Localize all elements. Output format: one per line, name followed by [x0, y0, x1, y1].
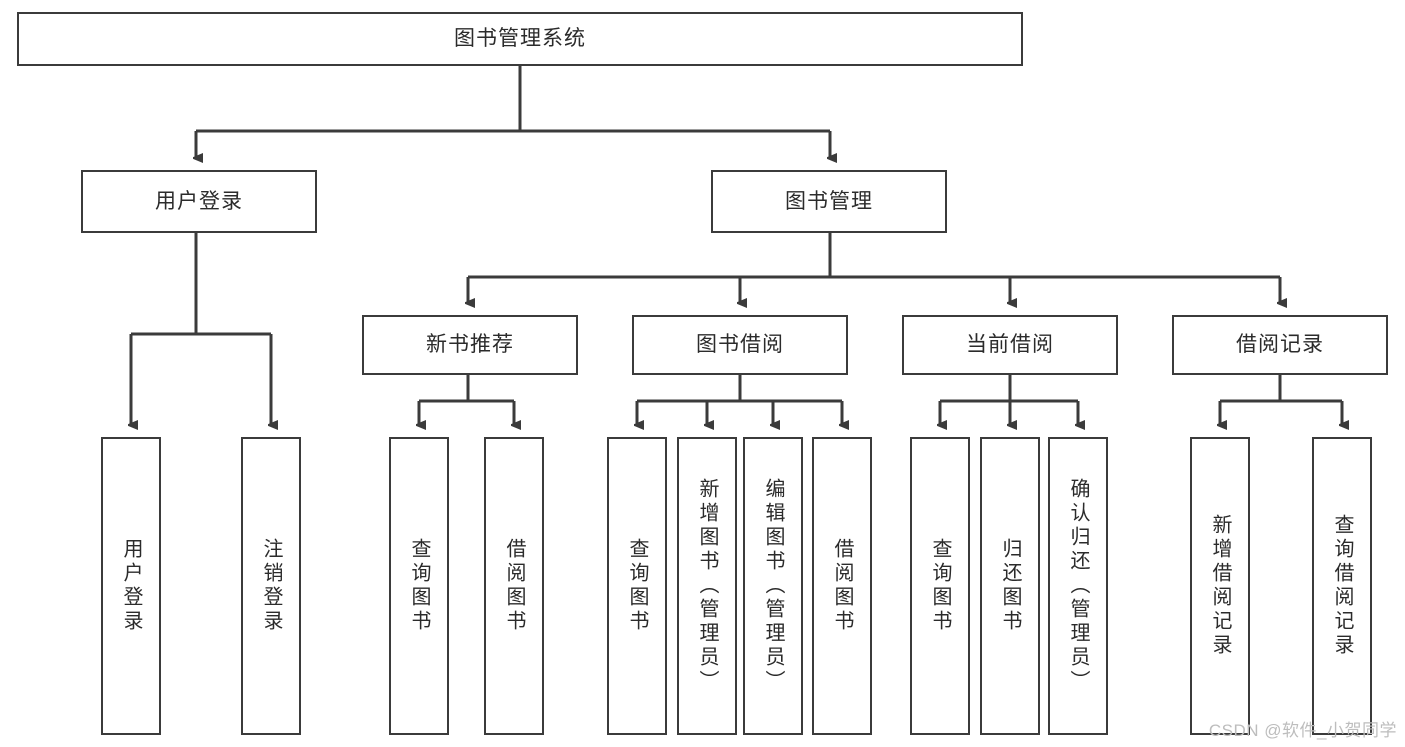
leaf-user-login-logout[interactable]: 注销登录	[241, 437, 301, 735]
leaf-borrow-edit-book-admin[interactable]: 编辑图书（管理员）	[743, 437, 803, 735]
leaf-label: 查询图书	[626, 538, 648, 634]
node-root-system[interactable]: 图书管理系统	[17, 12, 1023, 66]
leaf-borrow-query-book[interactable]: 查询图书	[607, 437, 667, 735]
leaf-label: 借阅图书	[503, 538, 525, 634]
leaf-label: 归还图书	[999, 538, 1021, 634]
leaf-label: 查询图书	[929, 538, 951, 634]
leaf-record-add-record[interactable]: 新增借阅记录	[1190, 437, 1250, 735]
leaf-label: 新增借阅记录	[1209, 514, 1231, 658]
leaf-current-confirm-return-admin[interactable]: 确认归还（管理员）	[1048, 437, 1108, 735]
leaf-label: 编辑图书（管理员）	[762, 478, 784, 694]
leaf-label: 新增图书（管理员）	[696, 478, 718, 694]
node-book-borrow[interactable]: 图书借阅	[632, 315, 848, 375]
leaf-recommend-query-book[interactable]: 查询图书	[389, 437, 449, 735]
leaf-user-login-login[interactable]: 用户登录	[101, 437, 161, 735]
leaf-borrow-add-book-admin[interactable]: 新增图书（管理员）	[677, 437, 737, 735]
leaf-label: 注销登录	[260, 538, 282, 634]
leaf-label: 用户登录	[120, 538, 142, 634]
watermark: CSDN @软件_小贺同学	[1208, 721, 1397, 740]
leaf-record-query-record[interactable]: 查询借阅记录	[1312, 437, 1372, 735]
leaf-label: 借阅图书	[831, 538, 853, 634]
leaf-borrow-borrow-book[interactable]: 借阅图书	[812, 437, 872, 735]
node-current-borrow[interactable]: 当前借阅	[902, 315, 1118, 375]
leaf-recommend-borrow-book[interactable]: 借阅图书	[484, 437, 544, 735]
node-book-management[interactable]: 图书管理	[711, 170, 947, 233]
leaf-label: 查询图书	[408, 538, 430, 634]
node-borrow-record[interactable]: 借阅记录	[1172, 315, 1388, 375]
leaf-label: 查询借阅记录	[1331, 514, 1353, 658]
leaf-current-return-book[interactable]: 归还图书	[980, 437, 1040, 735]
leaf-current-query-book[interactable]: 查询图书	[910, 437, 970, 735]
node-new-book-recommend[interactable]: 新书推荐	[362, 315, 578, 375]
node-user-login[interactable]: 用户登录	[81, 170, 317, 233]
leaf-label: 确认归还（管理员）	[1067, 478, 1089, 694]
